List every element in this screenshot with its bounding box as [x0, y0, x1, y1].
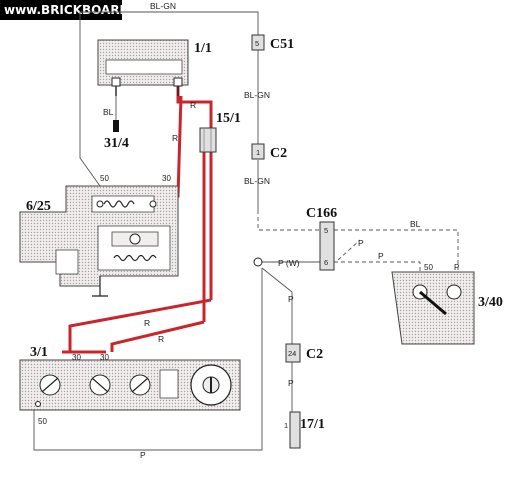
component-6-25-coil-icon: [103, 200, 135, 208]
connector-c51-box: [251, 34, 265, 51]
component-3-40-contact-b: [446, 284, 462, 300]
component-31-4-lug: [113, 120, 119, 132]
component-6-25-armature-icon: [129, 233, 141, 245]
wire-r-to-3-1-b: [110, 320, 205, 352]
ground-point-icon: [253, 257, 263, 267]
component-3-40-body: [391, 271, 475, 345]
ground-point: [253, 257, 263, 267]
component-15-1: 15/1: [199, 111, 241, 153]
terminal-30-a: 30: [72, 353, 81, 362]
label-1-1: 1/1: [194, 41, 212, 56]
terminal-50-3-40: 50: [424, 263, 433, 272]
pin-c51: 5: [255, 39, 259, 48]
wire-label-r-4: R: [158, 334, 164, 344]
wire-label-p-4: P: [288, 378, 294, 388]
connector-c51: 5 C51: [251, 34, 294, 52]
label-c2-top: C2: [270, 146, 287, 161]
component-31-4: BL 31/4: [103, 107, 129, 151]
wire-label-bl-gn-mid: BL-GN: [244, 90, 270, 100]
pin-c2-bottom: 24: [288, 349, 296, 358]
component-17-1-body: [289, 411, 301, 449]
wire-p-down-a: [261, 267, 293, 344]
label-3-1: 3/1: [30, 345, 48, 360]
terminal-50-switch: 50: [38, 417, 47, 426]
component-3-1-contacts-icon: [41, 377, 149, 393]
connector-c166: 5 6 C166: [306, 206, 337, 271]
wire-label-p-3: P: [288, 294, 294, 304]
component-1-1-terminal-right: [173, 77, 183, 87]
connector-c166-box: [319, 221, 335, 271]
pin-17-1: 1: [284, 421, 288, 430]
terminal-50-starter: 50: [100, 174, 109, 183]
component-1-1: 1/1: [97, 39, 212, 96]
wire-p-3-40: [334, 261, 421, 272]
component-3-40: 50 P 3/40: [391, 263, 503, 345]
connector-c2-bottom: 24 C2: [285, 343, 323, 363]
wire-label-bl-gn-top: BL-GN: [150, 1, 176, 11]
component-1-1-terminal-left: [111, 77, 121, 87]
label-15-1: 15/1: [216, 111, 241, 126]
label-3-40: 3/40: [478, 295, 503, 310]
wire-p-bottom-loop: [33, 268, 263, 451]
label-c2-bottom: C2: [306, 347, 323, 362]
wire-bl-dash: [334, 229, 459, 270]
component-15-1-body: [199, 127, 217, 153]
component-17-1: 1 17/1: [284, 411, 325, 449]
grey-wiring: [33, 11, 459, 451]
wire-label-r-1: R: [172, 133, 178, 143]
component-1-1-slot: [105, 59, 183, 75]
wire-label-p-5: P: [140, 450, 146, 460]
wire-bl-short: [337, 239, 361, 261]
connector-c2-bottom-box: [285, 343, 301, 363]
label-31-4: 31/4: [104, 136, 129, 151]
pin-c166-6: 6: [324, 258, 328, 267]
wire-label-r-3: R: [144, 318, 150, 328]
wire-r-to-3-1-a: [62, 298, 212, 354]
label-6-25: 6/25: [26, 199, 51, 214]
label-c166: C166: [306, 206, 337, 221]
watermark-text: www.BRICKBOARD.com: [4, 3, 162, 17]
connector-c2-top-box: [251, 143, 265, 160]
wire-label-p-1: P: [358, 238, 364, 248]
label-c51: C51: [270, 37, 294, 52]
wire-labels: BL-GN BL-GN BL-GN BL R R R R P P P P P P…: [140, 1, 421, 460]
terminal-30-b: 30: [100, 353, 109, 362]
component-3-1: 30 30 50 3/1: [19, 345, 241, 426]
wire-label-bl-gn-low: BL-GN: [244, 176, 270, 186]
connector-c2-top: 1 C2: [251, 143, 287, 161]
watermark: www.BRICKBOARD.com: [0, 0, 162, 20]
wire-label-r-2: R: [190, 100, 196, 110]
pin-c2-top: 1: [256, 148, 260, 157]
ground-icon: [92, 276, 108, 297]
wire-label-bl: BL: [103, 107, 114, 117]
pin-c166-5: 5: [324, 226, 328, 235]
component-3-40-lever-icon: [419, 290, 447, 316]
terminal-30-starter: 30: [162, 174, 171, 183]
label-17-1: 17/1: [300, 417, 325, 432]
wire-bl-gn-top: [79, 11, 259, 187]
wire-label-bl-long: BL: [410, 219, 421, 229]
wire-label-p-2: P: [378, 251, 384, 261]
wire-label-p-w: P (W): [278, 258, 300, 268]
terminal-p-3-40: P: [454, 263, 459, 272]
component-6-25-field-icon: [113, 254, 157, 262]
component-6-25: 50 30 6/25: [19, 174, 179, 297]
